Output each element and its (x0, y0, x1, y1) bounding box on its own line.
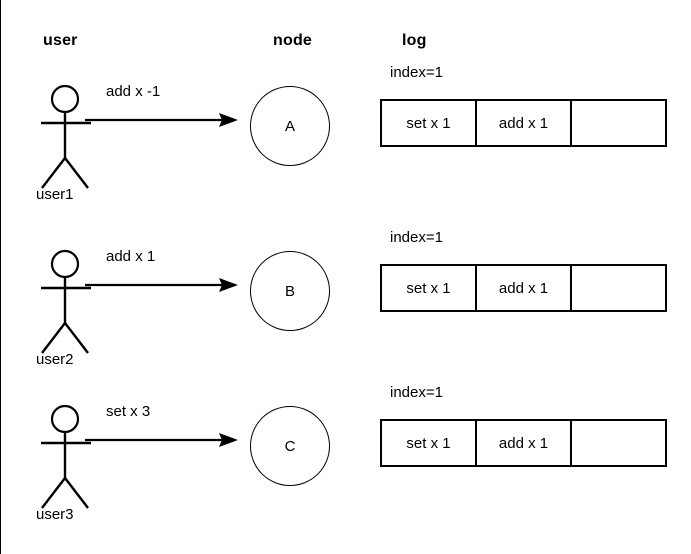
log-cell: set x 1 (382, 266, 477, 310)
actor-label: user3 (36, 506, 74, 523)
actor-label: user1 (36, 186, 74, 203)
log-cell-empty (572, 101, 665, 145)
actor-label: user2 (36, 351, 74, 368)
log-index-label: index=1 (390, 64, 443, 81)
stick-figure-icon (34, 390, 98, 510)
column-header-node: node (273, 32, 313, 49)
arrow-label: add x -1 (106, 83, 161, 100)
node-label: C (284, 437, 296, 455)
log-index-label: index=1 (390, 229, 443, 246)
log-cell: add x 1 (477, 421, 572, 465)
log-index-label: index=1 (390, 384, 443, 401)
arrow-label: add x 1 (106, 248, 156, 265)
node-circle: C (250, 406, 330, 486)
log-table: set x 1 add x 1 (380, 264, 667, 312)
log-cell: set x 1 (382, 101, 477, 145)
node-circle: B (250, 251, 330, 331)
log-cell: add x 1 (477, 266, 572, 310)
diagram-row: user3 set x 3 C index=1 set x 1 add x 1 (0, 380, 691, 554)
log-cell-empty (572, 421, 665, 465)
log-cell: set x 1 (382, 421, 477, 465)
arrow-label: set x 3 (106, 403, 151, 420)
node-circle: A (250, 86, 330, 166)
message-arrow-icon (85, 108, 240, 132)
column-header-user: user (43, 32, 78, 49)
column-header-log: log (402, 32, 427, 49)
stick-figure-icon (34, 235, 98, 355)
stick-figure-icon (34, 70, 98, 190)
canvas-left-border (0, 0, 1, 554)
node-label: A (284, 117, 295, 135)
message-arrow-icon (85, 273, 240, 297)
diagram-row: user2 add x 1 B index=1 set x 1 add x 1 (0, 225, 691, 400)
diagram-row: user1 add x -1 A index=1 set x 1 add x 1 (0, 60, 691, 235)
log-table: set x 1 add x 1 (380, 419, 667, 467)
log-table: set x 1 add x 1 (380, 99, 667, 147)
node-label: B (284, 282, 295, 300)
log-cell: add x 1 (477, 101, 572, 145)
message-arrow-icon (85, 428, 240, 452)
log-cell-empty (572, 266, 665, 310)
